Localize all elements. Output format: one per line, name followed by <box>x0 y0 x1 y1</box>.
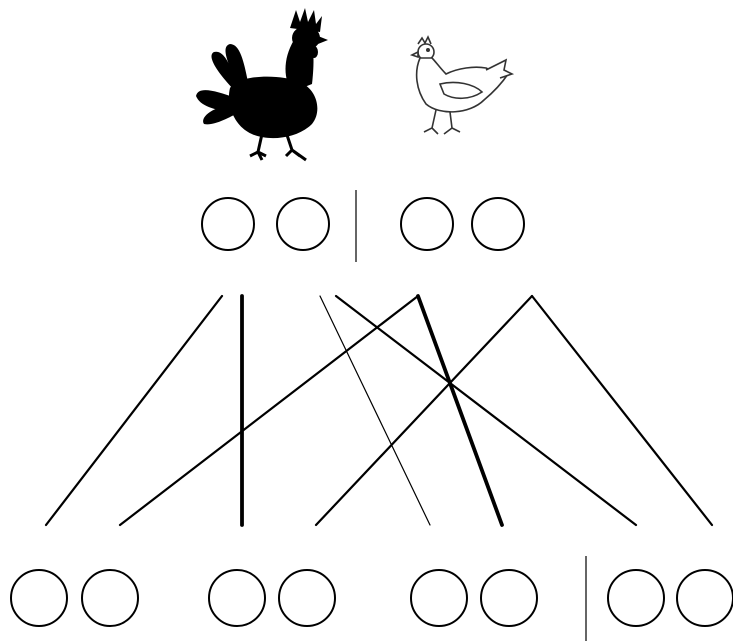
offspring-allele-circle <box>677 570 733 626</box>
offspring-allele-circle <box>411 570 467 626</box>
cross-line <box>46 296 222 525</box>
offspring-allele-circle <box>209 570 265 626</box>
parent-allele-circle <box>401 198 453 250</box>
parent-alleles-row <box>202 190 524 262</box>
cross-line <box>316 296 532 525</box>
cross-line <box>120 296 418 525</box>
offspring-allele-circle <box>11 570 67 626</box>
parent-allele-circle <box>472 198 524 250</box>
offspring-allele-circle <box>608 570 664 626</box>
parent-allele-circle <box>202 198 254 250</box>
offspring-alleles-row <box>11 556 733 641</box>
parent-allele-circle <box>277 198 329 250</box>
connection-lines <box>46 296 712 525</box>
cross-line <box>418 296 502 525</box>
cross-line <box>532 296 712 525</box>
offspring-allele-circle <box>82 570 138 626</box>
offspring-allele-circle <box>481 570 537 626</box>
hen-icon <box>412 37 512 134</box>
cross-line <box>336 296 636 525</box>
offspring-allele-circle <box>279 570 335 626</box>
rooster-icon <box>196 8 328 160</box>
